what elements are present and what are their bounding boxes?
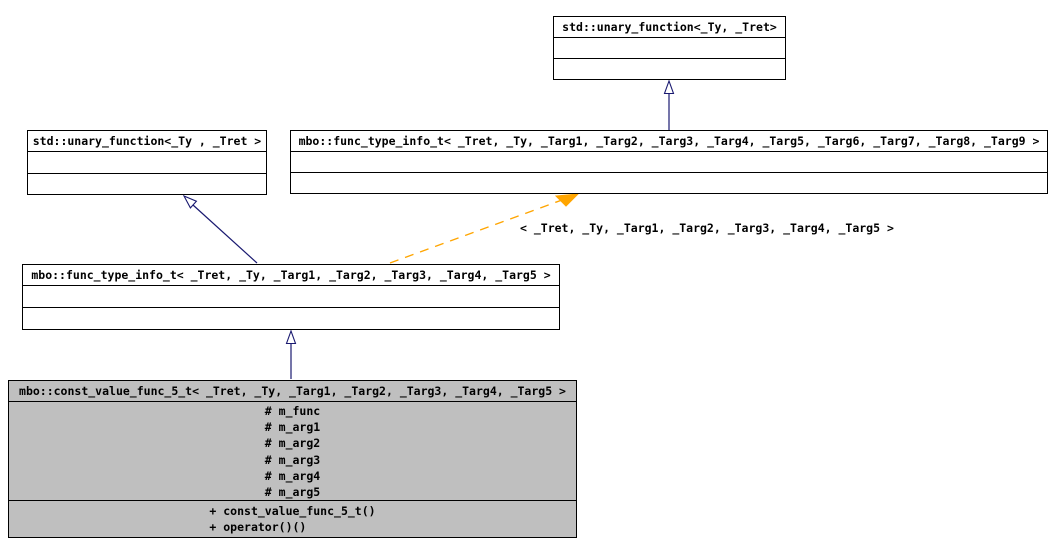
class-node-unary-function-top[interactable]: std::unary_function<_Ty, _Tret> <box>553 16 786 80</box>
attribute-m-func: # m_func <box>264 404 321 418</box>
template-args-label: < _Tret, _Ty, _Targ1, _Targ2, _Targ3, _T… <box>520 221 894 235</box>
class-title: mbo::func_type_info_t< _Tret, _Ty, _Targ… <box>298 134 1040 148</box>
class-title: std::unary_function<_Ty, _Tret> <box>562 20 777 34</box>
class-node-func-type-info-9[interactable]: mbo::func_type_info_t< _Tret, _Ty, _Targ… <box>290 130 1048 194</box>
class-title: mbo::const_value_func_5_t< _Tret, _Ty, _… <box>19 384 566 398</box>
methods-compartment-empty <box>28 172 266 195</box>
attribute-m-arg4: # m_arg4 <box>264 468 321 483</box>
inheritance-arrow-fti9-to-unary-top <box>663 79 675 130</box>
method-constructor: + const_value_func_5_t() <box>209 504 376 519</box>
attributes-compartment-empty <box>28 151 266 173</box>
methods-compartment-empty <box>291 172 1047 193</box>
class-title: std::unary_function<_Ty , _Tret > <box>32 134 262 148</box>
attribute-m-arg3: # m_arg3 <box>264 452 321 467</box>
attribute-m-arg5: # m_arg5 <box>264 484 321 499</box>
attributes-compartment-empty <box>554 37 785 58</box>
attribute-m-arg1: # m_arg1 <box>264 420 321 435</box>
methods-compartment: + const_value_func_5_t() + operator()() <box>9 500 576 537</box>
inheritance-arrow-fti5-to-unary-left <box>182 194 258 264</box>
method-operator-call: + operator()() <box>209 520 307 535</box>
template-arrow-fti5-to-fti9 <box>389 193 580 264</box>
class-node-func-type-info-5[interactable]: mbo::func_type_info_t< _Tret, _Ty, _Targ… <box>22 264 560 330</box>
attribute-m-arg2: # m_arg2 <box>264 436 321 451</box>
attributes-compartment-empty <box>23 285 559 307</box>
attributes-compartment: # m_func # m_arg1 # m_arg2 # m_arg3 # m_… <box>9 401 576 500</box>
class-title: mbo::func_type_info_t< _Tret, _Ty, _Targ… <box>31 268 551 282</box>
methods-compartment-empty <box>554 58 785 79</box>
class-node-const-value-func-5-t[interactable]: mbo::const_value_func_5_t< _Tret, _Ty, _… <box>8 380 577 538</box>
class-node-unary-function-left[interactable]: std::unary_function<_Ty , _Tret > <box>27 130 267 195</box>
attributes-compartment-empty <box>291 151 1047 172</box>
inheritance-arrow-const5-to-fti5 <box>285 329 297 379</box>
methods-compartment-empty <box>23 307 559 329</box>
